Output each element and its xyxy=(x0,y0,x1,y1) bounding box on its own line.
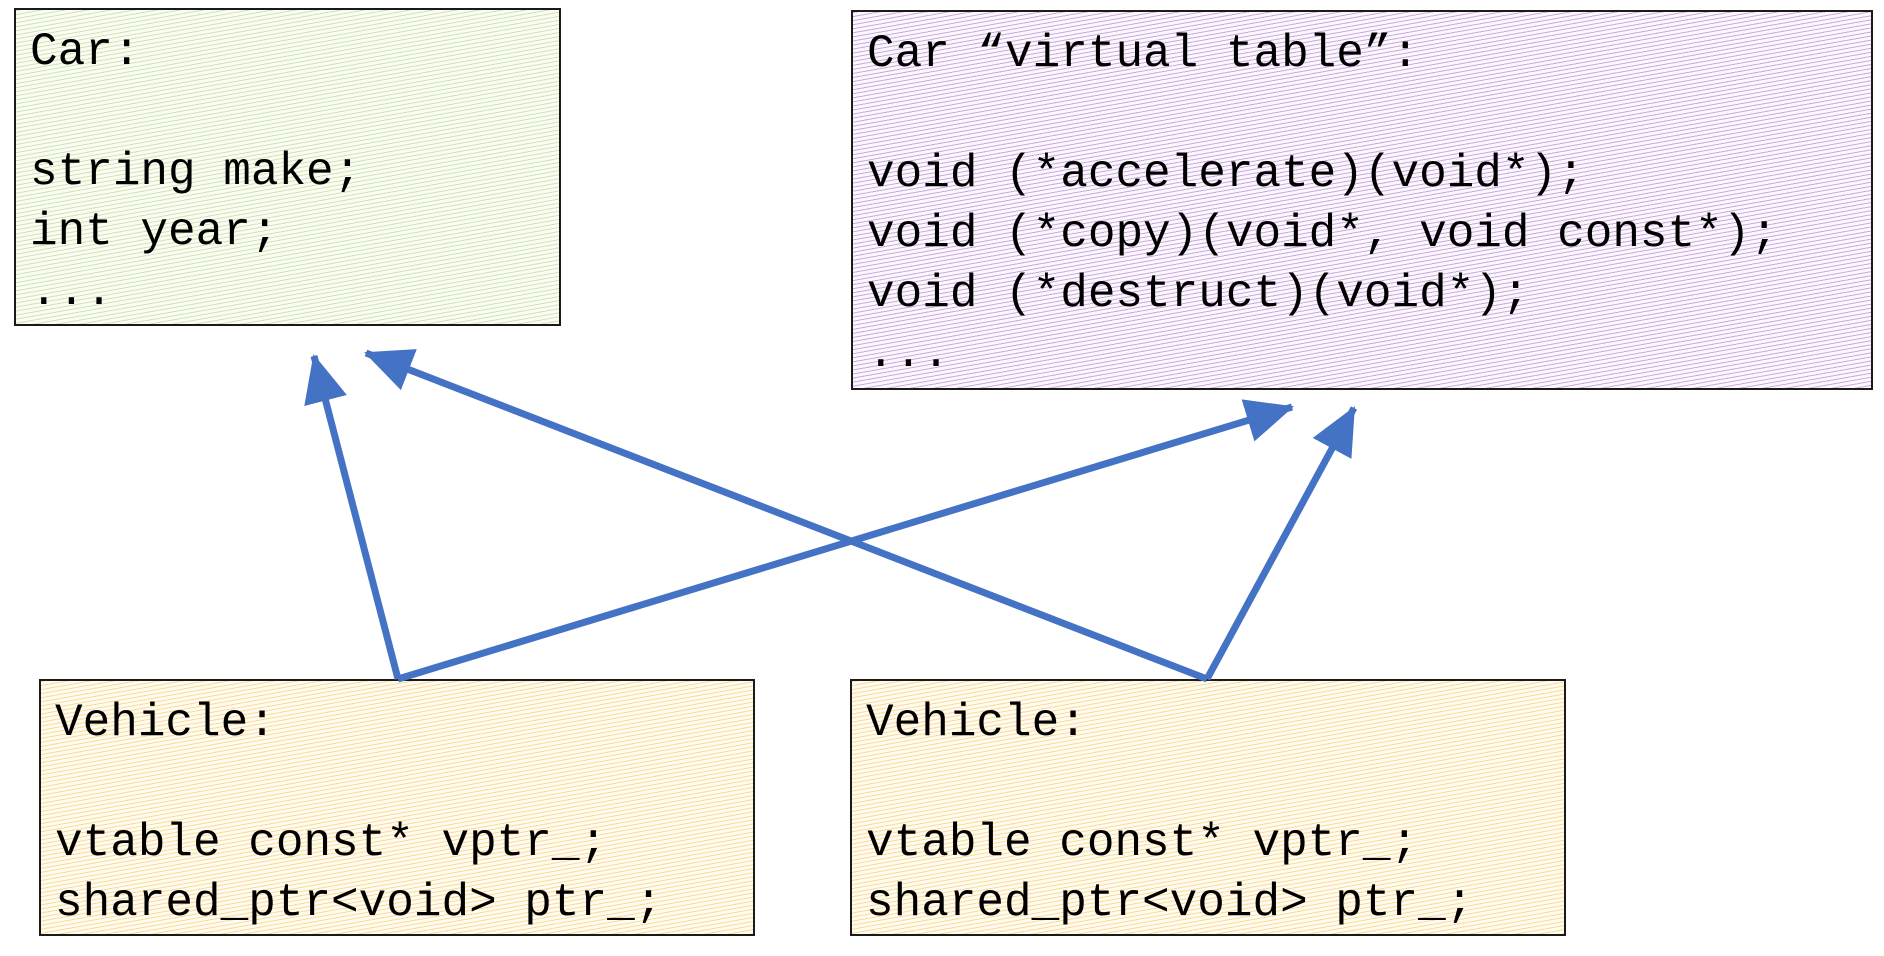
blank-line xyxy=(30,82,559,142)
vehicle-field-ptr: shared_ptr<void> ptr_; xyxy=(55,877,663,929)
blank-line xyxy=(867,84,1871,144)
car-field-make: string make; xyxy=(30,146,362,198)
car-field-ellipsis: ... xyxy=(30,266,113,318)
vehicle-field-vptr: vtable const* vptr_; xyxy=(55,817,608,869)
vtable-entry-destruct: void (*destruct)(void*); xyxy=(867,268,1530,320)
vehicle-title: Vehicle: xyxy=(866,697,1087,749)
vtable-entry-ellipsis: ... xyxy=(867,328,950,380)
car-struct-box: Car: string make; int year; ... xyxy=(14,8,561,326)
arrow-left-vehicle-to-vtable xyxy=(396,399,1294,683)
vehicle-field-ptr: shared_ptr<void> ptr_; xyxy=(866,877,1474,929)
vtable-entry-accelerate: void (*accelerate)(void*); xyxy=(867,148,1585,200)
car-vtable-box: Car “virtual table”: void (*accelerate)(… xyxy=(851,10,1873,390)
vehicle-box-right: Vehicle: vtable const* vptr_; shared_ptr… xyxy=(850,679,1566,936)
vtable-title: Car “virtual table”: xyxy=(867,28,1420,80)
vtable-entry-copy: void (*copy)(void*, void const*); xyxy=(867,208,1778,260)
vehicle-field-vptr: vtable const* vptr_; xyxy=(866,817,1419,869)
blank-line xyxy=(55,753,753,813)
vehicle-title: Vehicle: xyxy=(55,697,276,749)
arrow-right-vehicle-to-vtable xyxy=(1203,406,1358,681)
blank-line xyxy=(866,753,1564,813)
arrow-right-vehicle-to-car xyxy=(364,349,1209,683)
vehicle-box-left: Vehicle: vtable const* vptr_; shared_ptr… xyxy=(39,679,755,936)
arrow-left-vehicle-to-car xyxy=(304,354,402,680)
car-field-year: int year; xyxy=(30,206,279,258)
car-title: Car: xyxy=(30,26,141,78)
